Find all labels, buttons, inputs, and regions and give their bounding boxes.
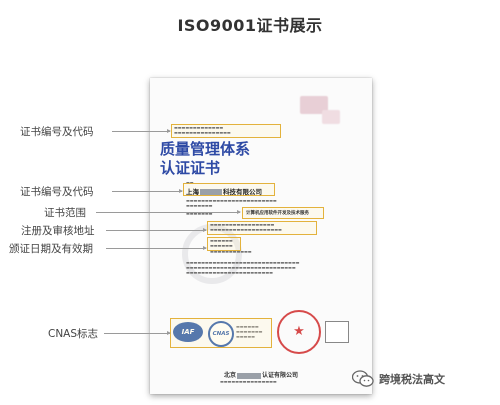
page-title: ISO9001证书展示 bbox=[177, 16, 323, 35]
scope-text: 计算机应用软件开发及技术服务 bbox=[246, 211, 309, 216]
blurred-header-block-2 bbox=[322, 110, 340, 124]
issuer-prefix: 北京 bbox=[223, 372, 236, 379]
wechat-watermark: 跨境税法高文 bbox=[351, 368, 445, 390]
blurred-header-block bbox=[300, 96, 328, 114]
redaction-mask bbox=[200, 189, 222, 195]
fine-print-1: ▬▬▬▬▬▬▬▬▬▬▬▬▬▬▬▬▬▬▬▬▬▬▬▬▬▬▬▬▬▬ bbox=[186, 260, 300, 265]
issuer-address: ▬▬▬▬▬▬▬▬▬▬▬▬▬▬▬ bbox=[220, 379, 277, 384]
address-line-1: ▬▬▬▬▬▬▬▬▬▬▬▬▬▬▬▬▬ bbox=[210, 222, 275, 227]
issuer-name: 北京 认证有限公司 bbox=[150, 370, 372, 379]
fine-print-2: ▬▬▬▬▬▬▬▬▬▬▬▬▬▬▬▬▬▬▬▬▬▬▬▬▬▬▬▬▬ bbox=[186, 265, 296, 270]
certificate-title-line-1: 质量管理体系 bbox=[160, 140, 251, 158]
callout-issue-date-validity: 颁证日期及有效期 bbox=[9, 243, 93, 255]
date-line-1: ▬▬▬▬▬▬ bbox=[210, 238, 233, 243]
callout-certificate-number-2: 证书编号及代码 bbox=[20, 186, 94, 198]
wechat-icon bbox=[351, 370, 374, 388]
certificate-number-line-2: ▬▬▬▬▬▬▬▬▬▬▬▬▬▬▬ bbox=[174, 130, 231, 135]
date-line-3: ▬▬▬▬▬▬▬▬▬▬▬ bbox=[210, 249, 252, 254]
callout-registration-address: 注册及审核地址 bbox=[21, 225, 95, 237]
cnas-caption-2: ▬▬▬▬▬▬▬ bbox=[236, 329, 263, 334]
certificate-title-line-2: 认证证书 bbox=[160, 159, 221, 177]
leader-line-5 bbox=[106, 246, 207, 250]
company-name-prefix: 上海 bbox=[186, 188, 199, 196]
leader-line-2 bbox=[112, 189, 183, 193]
certificate-image: ▬▬▬▬▬▬▬▬▬▬▬▬▬ ▬▬▬▬▬▬▬▬▬▬▬▬▬▬▬ 质量管理体系 认证证… bbox=[150, 78, 372, 394]
address-line-2: ▬▬▬▬▬▬▬▬▬▬▬▬▬▬▬▬▬▬▬ bbox=[210, 227, 282, 232]
leader-line-4 bbox=[106, 228, 207, 232]
leader-line-3 bbox=[96, 210, 241, 214]
leader-line-1 bbox=[112, 129, 171, 133]
scope-box bbox=[242, 207, 324, 219]
fine-print-3: ▬▬▬▬▬▬▬▬▬▬▬▬▬▬▬▬▬▬▬▬▬▬▬ bbox=[186, 270, 273, 275]
certificate-title: 质量管理体系 认证证书 bbox=[160, 140, 250, 178]
cnas-logo: CNAS bbox=[208, 321, 234, 347]
certificate-number-line-1: ▬▬▬▬▬▬▬▬▬▬▬▬▬ bbox=[174, 125, 224, 130]
iaf-logo: IAF bbox=[173, 322, 203, 342]
cnas-caption: ▬▬▬▬▬▬ bbox=[236, 324, 259, 329]
callout-certificate-number-1: 证书编号及代码 bbox=[20, 126, 94, 138]
callout-cnas-mark: CNAS标志 bbox=[48, 328, 99, 340]
date-line-2: ▬▬▬▬▬▬ bbox=[210, 243, 233, 248]
red-seal-icon: ★ bbox=[277, 310, 321, 354]
certificate-number-box bbox=[171, 124, 281, 138]
cnas-caption-3: ▬▬▬▬▬ bbox=[236, 334, 255, 339]
small-stamp-box bbox=[325, 321, 349, 343]
seal-star-icon: ★ bbox=[293, 324, 305, 339]
issuer-redaction-mask bbox=[237, 372, 261, 379]
date-box bbox=[207, 237, 241, 251]
company-name-suffix: 科技有限公司 bbox=[223, 188, 262, 196]
callout-certificate-scope: 证书范围 bbox=[44, 207, 86, 219]
address-box bbox=[207, 221, 317, 235]
issuer-suffix: 认证有限公司 bbox=[262, 372, 299, 379]
standard-line: ▬▬▬▬▬▬▬▬▬▬▬▬▬▬▬▬▬▬▬▬▬▬▬▬ bbox=[186, 198, 277, 203]
scope-caption: ▬▬▬▬▬▬▬ bbox=[186, 211, 213, 216]
company-name: 上海 科技有限公司 bbox=[186, 186, 262, 196]
watermark-emblem bbox=[182, 224, 242, 284]
standard-line-2: ▬▬▬▬▬▬▬ bbox=[186, 203, 213, 208]
company-caption: ▬▬ bbox=[186, 180, 194, 185]
watermark-text: 跨境税法高文 bbox=[379, 373, 445, 386]
leader-line-6 bbox=[104, 331, 171, 335]
cnas-logo-box bbox=[170, 318, 272, 348]
